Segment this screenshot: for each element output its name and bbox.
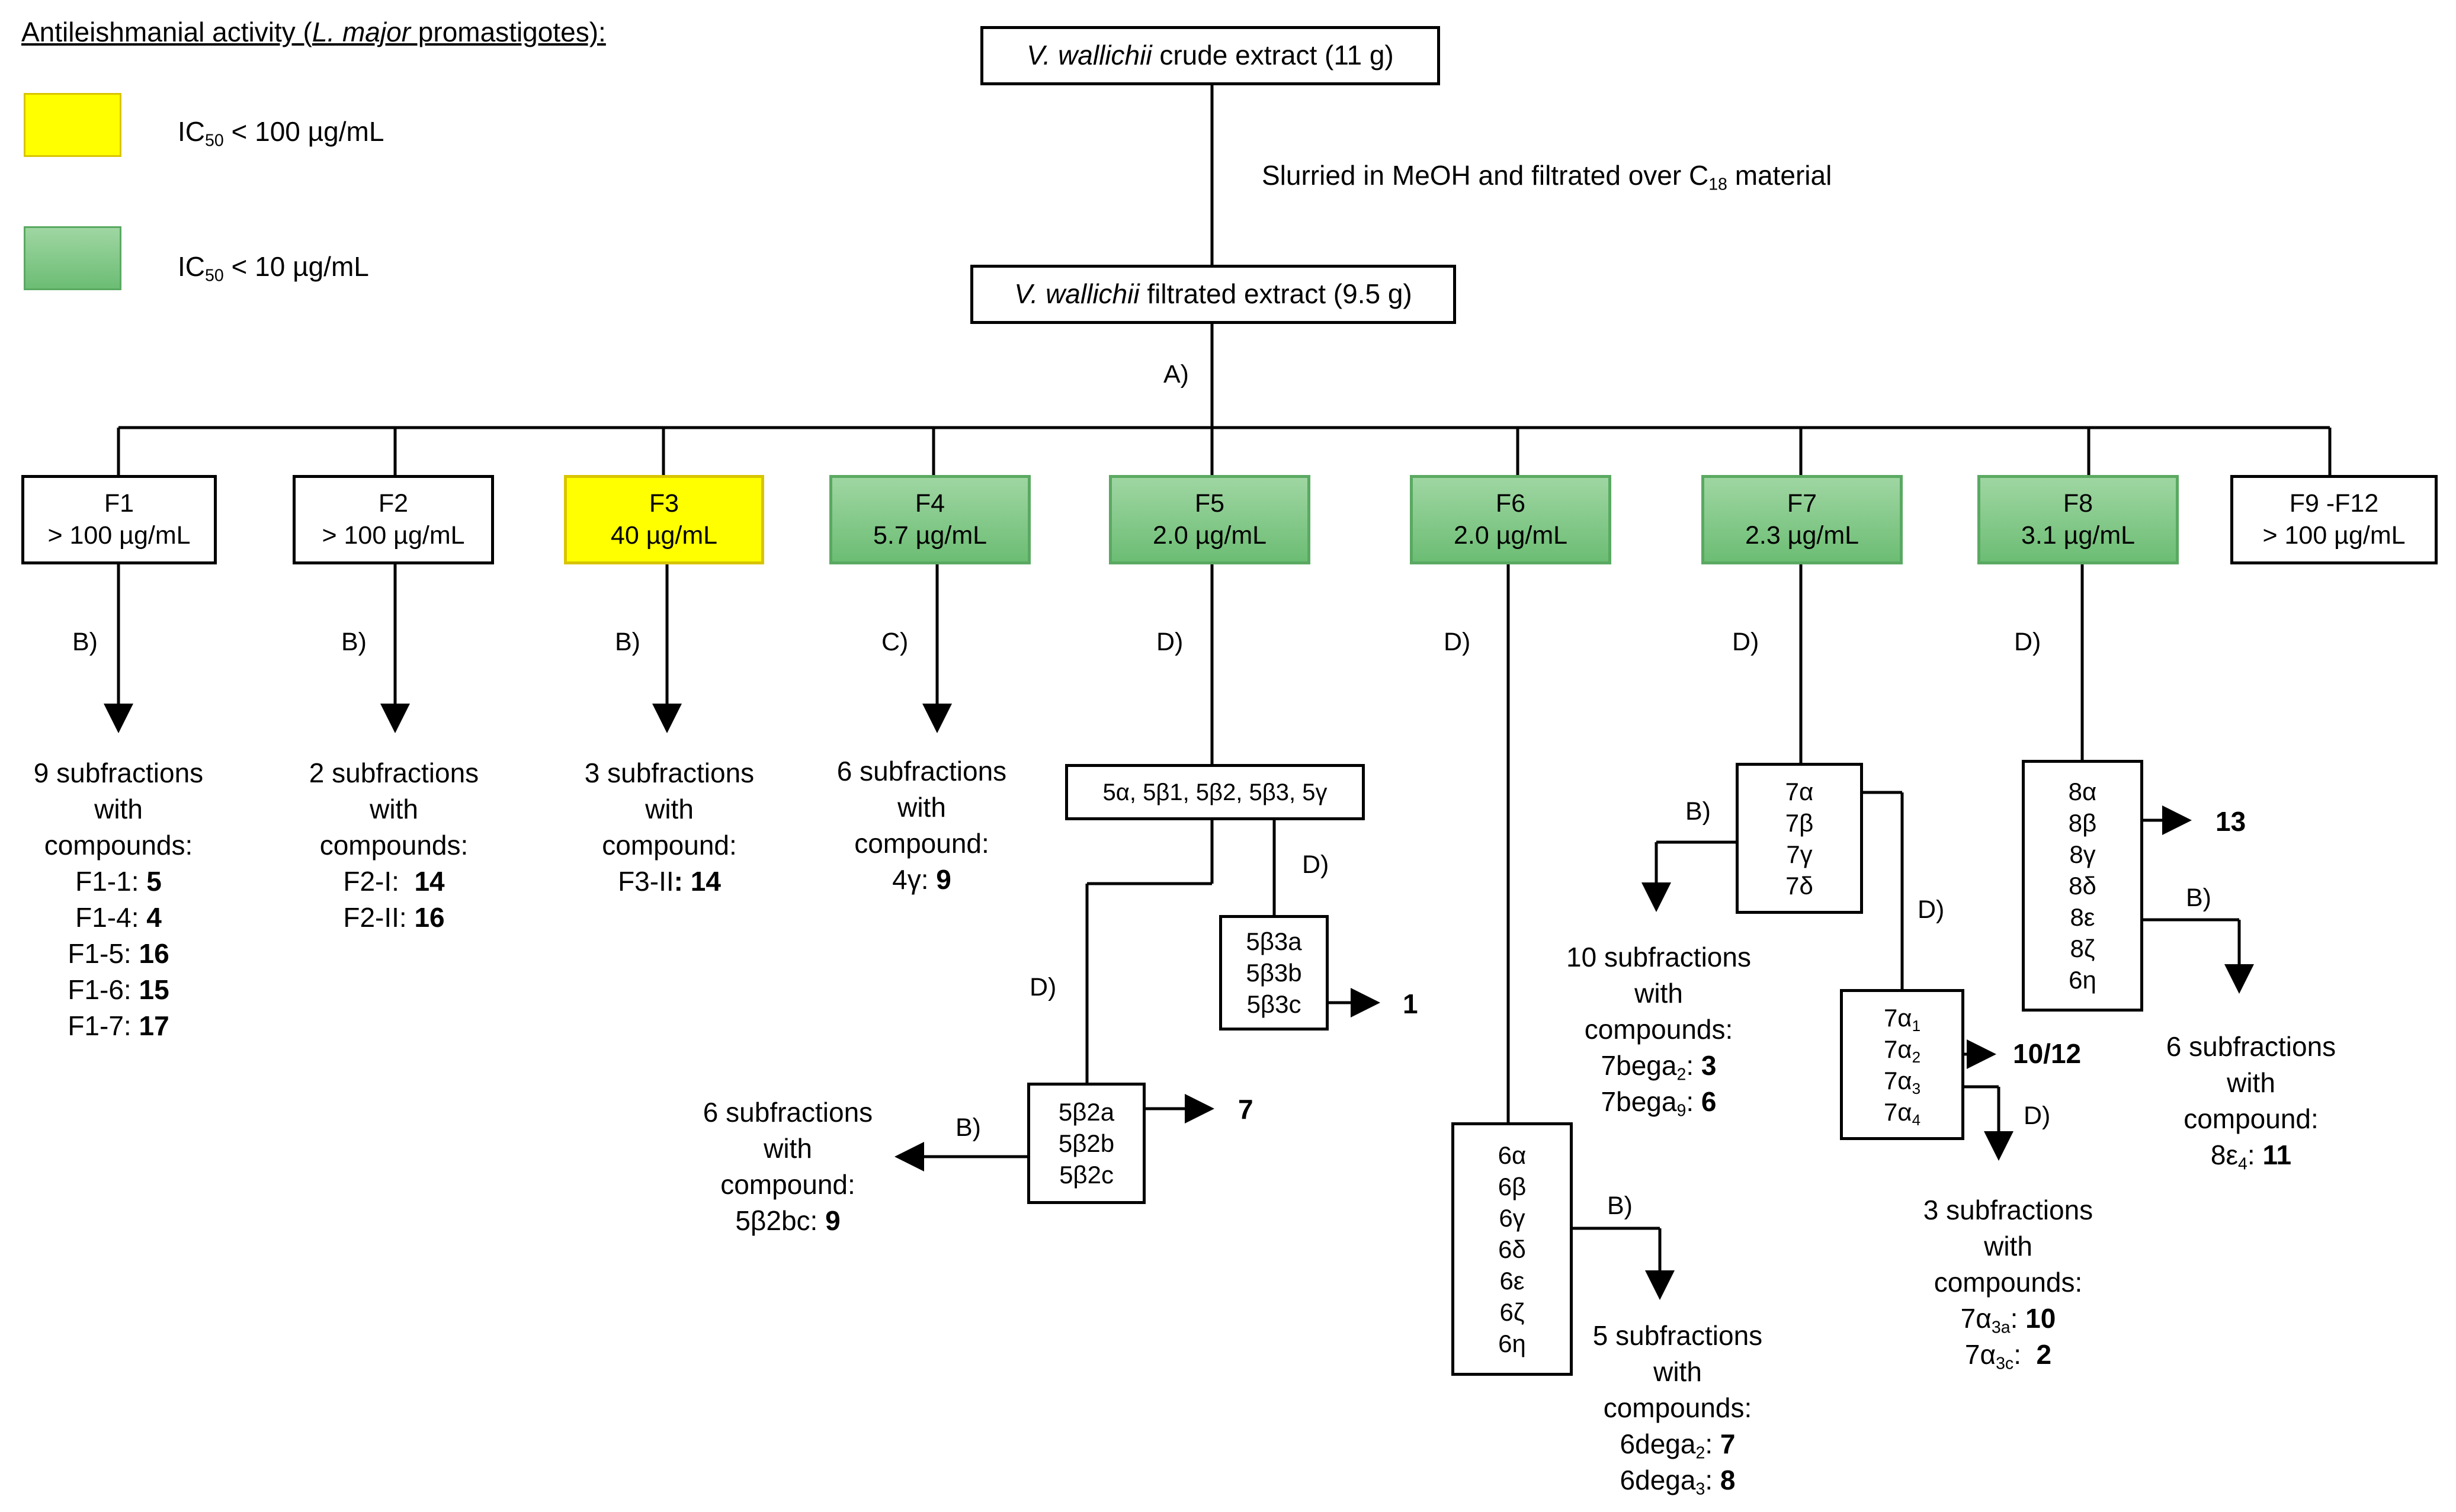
- f7-d-method-label: D): [1918, 895, 1945, 924]
- f3-method-label: B): [615, 628, 640, 656]
- f5-method-label: D): [1156, 628, 1184, 656]
- fraction-f9-f12-box: F9 -F12> 100 µg/mL: [2230, 475, 2438, 564]
- f7-alpha-result: 10/12: [2013, 1038, 2082, 1069]
- f5-b3-method-label: D): [1302, 850, 1329, 879]
- f8-result: 13: [2215, 806, 2246, 837]
- f8-method-label: D): [2014, 628, 2041, 656]
- fraction-f2-box: F2> 100 µg/mL: [293, 475, 494, 564]
- f5-b2-b-method-label: B): [956, 1113, 981, 1142]
- legend-green-label: IC50 < 10 µg/mL: [178, 251, 369, 285]
- filtrated-extract-box: V. wallichii filtrated extract (9.5 g): [970, 265, 1456, 324]
- f5-subfraction-box: 5α, 5β1, 5β2, 5β3, 5γ: [1065, 764, 1365, 820]
- f6-method-label: D): [1444, 628, 1471, 656]
- filtration-step-label: Slurried in MeOH and filtrated over C18 …: [1262, 160, 1832, 194]
- f4-method-label: C): [881, 628, 909, 656]
- f8-b-method-label: B): [2186, 884, 2211, 912]
- f7-alpha-box: 7α1 7α2 7α3 7α4: [1840, 989, 1964, 1140]
- fraction-f1-box: F1> 100 µg/mL: [21, 475, 217, 564]
- f5-b3-result: 1: [1403, 988, 1418, 1019]
- f7-b-method-label: B): [1685, 797, 1711, 826]
- f5-b2-method-label: D): [1030, 973, 1057, 1001]
- f1-method-label: B): [72, 628, 98, 656]
- crude-extract-box: V. wallichii crude extract (11 g): [980, 26, 1440, 85]
- f6-b-method-label: B): [1607, 1192, 1633, 1220]
- legend-title: Antileishmanial activity (L. major proma…: [21, 17, 606, 47]
- step-a-label: A): [1163, 360, 1189, 389]
- legend-yellow-label: IC50 < 100 µg/mL: [178, 116, 384, 150]
- f7-method-label: D): [1732, 628, 1759, 656]
- f7-alpha-d-method-label: D): [2024, 1102, 2051, 1130]
- legend-green-swatch: [24, 226, 121, 290]
- f2-method-label: B): [341, 628, 367, 656]
- f5-b2-result: 7: [1238, 1094, 1253, 1125]
- legend-yellow-swatch: [24, 93, 121, 157]
